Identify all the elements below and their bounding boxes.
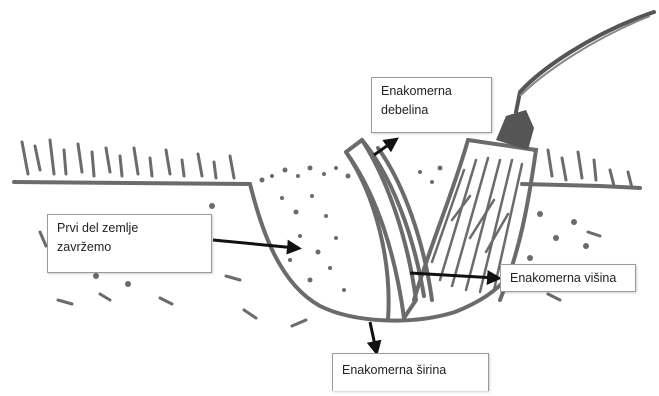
arrow-prvi <box>213 240 296 248</box>
spade-blade <box>346 140 432 320</box>
grass-left <box>22 140 234 178</box>
arrow-sirina <box>370 322 376 350</box>
ground-surface <box>14 182 640 188</box>
label-enakomerna-debelina: Enakomerna debelina <box>371 77 492 133</box>
label-prvi-del-zemlje: Prvi del zemlje zavržemo <box>47 214 212 273</box>
label-enakomerna-visina: Enakomerna višina <box>500 264 636 292</box>
handle-cable <box>516 12 654 112</box>
trench-outline <box>250 184 508 321</box>
label-enakomerna-sirina: Enakomerna širina <box>332 353 489 391</box>
grass-right <box>548 150 632 188</box>
